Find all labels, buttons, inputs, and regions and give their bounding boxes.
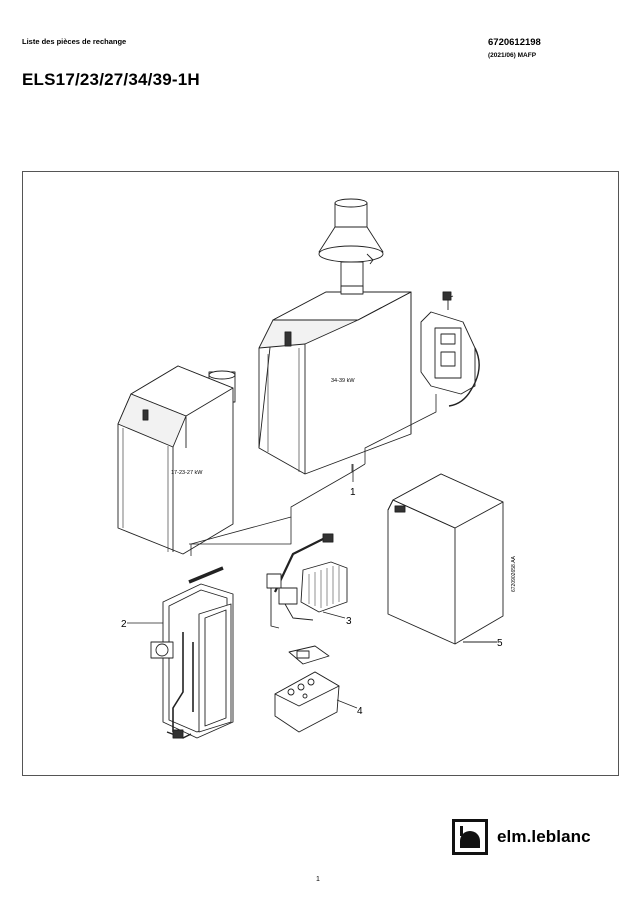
page-number: 1 (316, 876, 320, 883)
callout-4: 4 (357, 706, 363, 717)
brand-name: elm.leblanc (497, 827, 591, 846)
exploded-view-drawing: 34-39 kW 17-23-27 kW 6720902658.AA 1 2 3… (117, 198, 517, 739)
document-type: Liste des pièces de rechange (22, 37, 127, 46)
callout-2: 2 (121, 619, 127, 630)
callout-1: 1 (350, 487, 356, 498)
expansion-vessel (420, 291, 480, 407)
drawing-reference: 6720902658.AA (511, 555, 517, 592)
boiler-small (117, 365, 236, 555)
burner-assembly (266, 533, 348, 629)
control-panel (274, 645, 358, 733)
power-label-small: 17-23-27 kW (171, 470, 203, 476)
callout-3: 3 (346, 616, 352, 627)
hydraulic-frame (127, 566, 234, 739)
callout-5: 5 (497, 638, 503, 649)
document-revision: (2021/06) MAFP (488, 52, 537, 59)
page-title: ELS17/23/27/34/39-1H (22, 70, 200, 89)
brand-logo: elm.leblanc (452, 818, 591, 856)
document-number: 6720612198 (488, 37, 541, 48)
boiler-large (258, 198, 412, 475)
exploded-view-figure: 34-39 kW 17-23-27 kW 6720902658.AA 1 2 3… (22, 171, 619, 776)
callout-1-leaders (189, 394, 437, 556)
brand-mark-icon (452, 819, 488, 855)
casing (387, 473, 504, 645)
power-label-large: 34-39 kW (331, 378, 355, 384)
